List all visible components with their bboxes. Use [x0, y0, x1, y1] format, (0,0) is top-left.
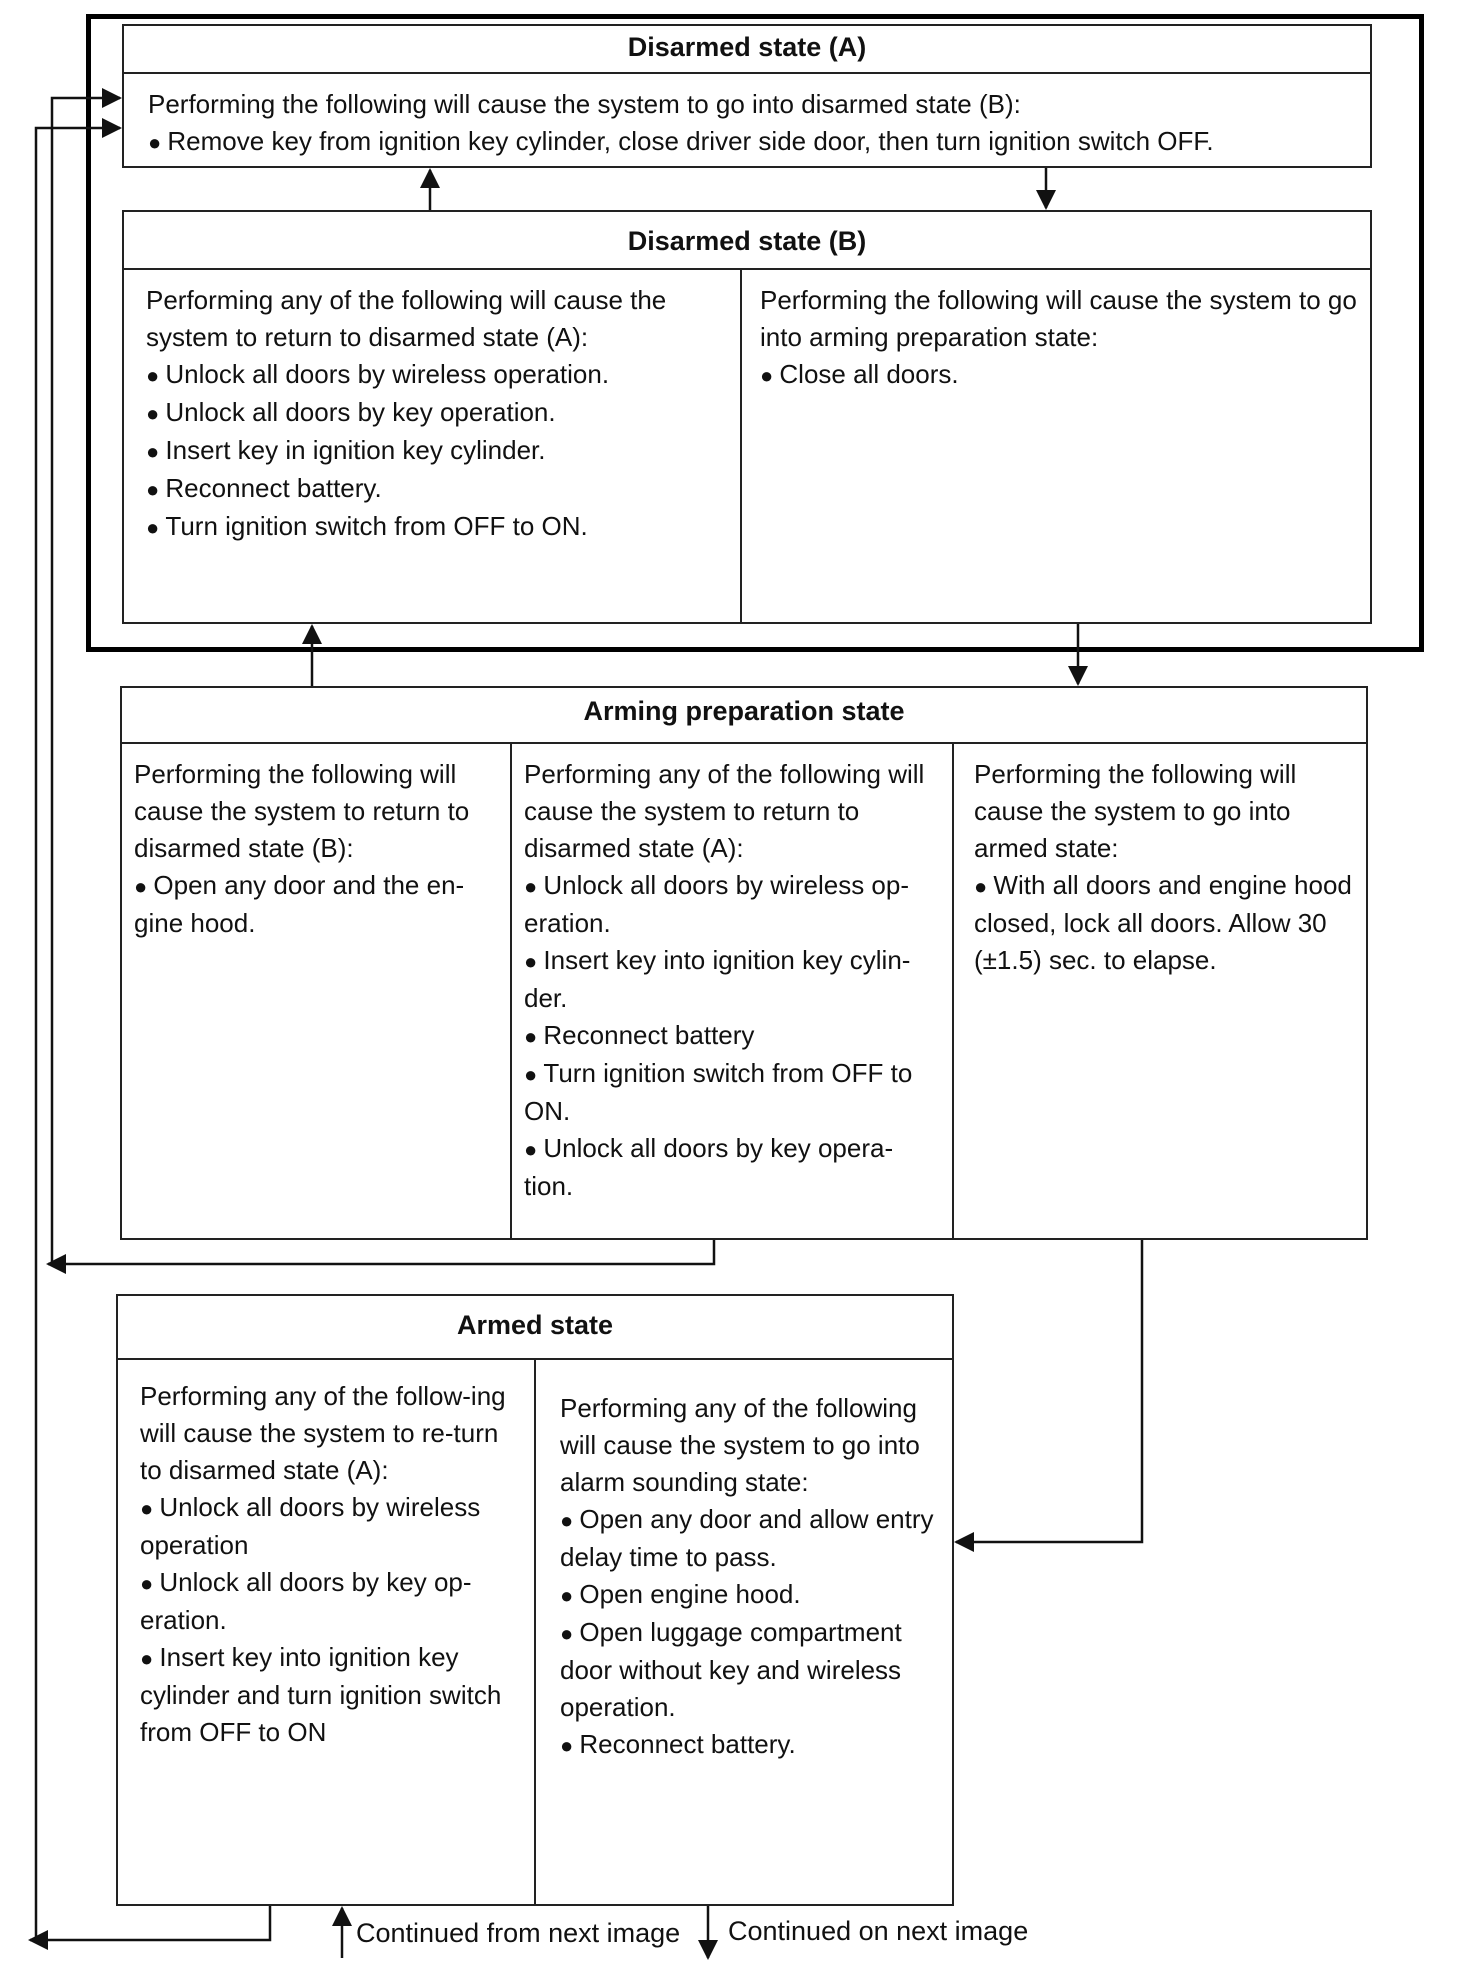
armed-state-left-intro: Performing any of the follow-ing will ca…	[140, 1381, 506, 1485]
list-item: Turn ignition switch from OFF to ON.	[146, 508, 726, 546]
disarmed-state-b-title: Disarmed state (B)	[627, 226, 867, 256]
divider	[122, 72, 1372, 74]
list-item: Turn ignition switch from OFF to ON.	[524, 1055, 940, 1130]
arming-preparation-title: Arming preparation state	[583, 696, 905, 726]
list-item: Unlock all doors by key opera-tion.	[524, 1130, 940, 1205]
list-item: Reconnect battery	[524, 1017, 940, 1055]
divider	[740, 268, 742, 624]
arming-prep-col1-intro: Performing the following will cause the …	[134, 759, 470, 863]
disarmed-state-a-content: Performing the following will cause the …	[148, 86, 1358, 161]
list-item: Reconnect battery.	[560, 1726, 944, 1764]
divider	[952, 742, 954, 1240]
armed-state-right-intro: Performing any of the following will cau…	[560, 1393, 920, 1497]
arming-prep-col1: Performing the following will cause the …	[134, 756, 496, 942]
list-item: Close all doors.	[760, 356, 1358, 394]
disarmed-state-b-left-intro: Performing any of the following will cau…	[146, 285, 667, 352]
list-item: Reconnect battery.	[146, 470, 726, 508]
list-item: Remove key from ignition key cylinder, c…	[148, 123, 1358, 161]
armed-state-left: Performing any of the follow-ing will ca…	[140, 1378, 522, 1751]
disarmed-state-b-right: Performing the following will cause the …	[760, 282, 1358, 394]
disarmed-state-b-right-intro: Performing the following will cause the …	[760, 285, 1357, 352]
disarmed-state-b-left: Performing any of the following will cau…	[146, 282, 726, 546]
continued-on-label: Continued on next image	[728, 1916, 1029, 1946]
arrow-armed-to-a	[34, 118, 272, 1942]
arming-prep-col3: Performing the following will cause the …	[974, 756, 1358, 979]
list-item: Open any door and allow entry delay time…	[560, 1501, 944, 1576]
list-item: Insert key into ignition key cylin-der.	[524, 942, 940, 1017]
list-item: Open engine hood.	[560, 1576, 944, 1614]
arming-prep-col2: Performing any of the following will cau…	[524, 756, 940, 1205]
armed-state-right: Performing any of the following will cau…	[560, 1390, 944, 1764]
arming-prep-col3-intro: Performing the following will cause the …	[974, 759, 1297, 863]
arming-prep-col2-intro: Performing any of the following will cau…	[524, 759, 925, 863]
list-item: Open any door and the en-gine hood.	[134, 867, 496, 942]
list-item: Insert key in ignition key cylinder.	[146, 432, 726, 470]
disarmed-state-a-intro: Performing the following will cause the …	[148, 89, 1021, 119]
list-item: With all doors and engine hood closed, l…	[974, 867, 1358, 979]
list-item: Insert key into ignition key cylinder an…	[140, 1639, 522, 1751]
list-item: Unlock all doors by wireless operation.	[146, 356, 726, 394]
continued-from-label: Continued from next image	[356, 1918, 681, 1948]
divider	[120, 742, 1368, 744]
list-item: Unlock all doors by key op-eration.	[140, 1564, 522, 1639]
divider	[510, 742, 512, 1240]
list-item: Open luggage compartment door without ke…	[560, 1614, 944, 1726]
divider	[122, 268, 1372, 270]
divider	[534, 1358, 536, 1906]
disarmed-state-a-title: Disarmed state (A)	[627, 32, 867, 62]
disarmed-group-frame	[86, 14, 1424, 652]
arrow-arming-to-a	[50, 88, 716, 1266]
list-item: Unlock all doors by wireless op-eration.	[524, 867, 940, 942]
list-item: Unlock all doors by key operation.	[146, 394, 726, 432]
list-item: Unlock all doors by wireless operation	[140, 1489, 522, 1564]
armed-state-title: Armed state	[456, 1310, 614, 1340]
arrow-arming-to-armed	[954, 1240, 1144, 1552]
